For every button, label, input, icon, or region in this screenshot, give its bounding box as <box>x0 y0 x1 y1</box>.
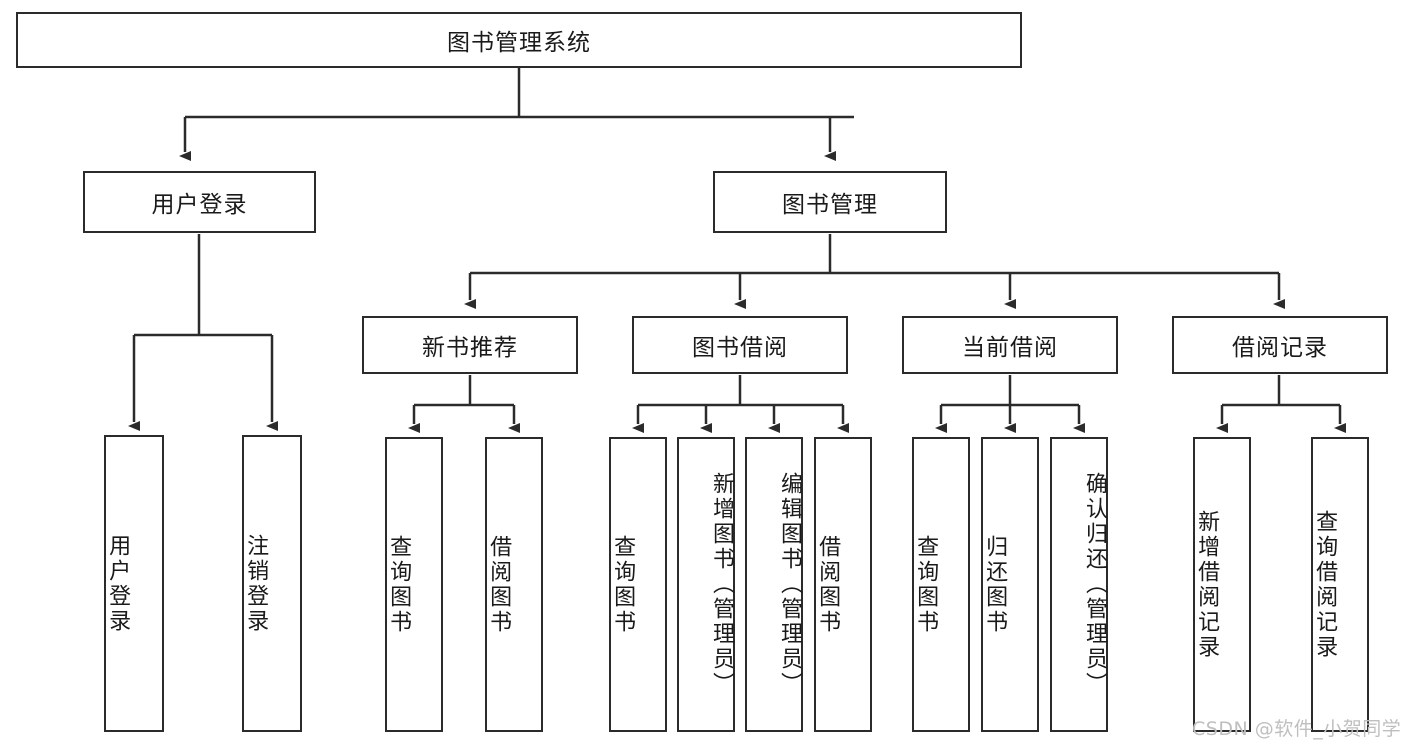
node-label: 注销登录 <box>243 533 269 634</box>
node-label: 查询图书 <box>913 534 939 635</box>
node-label: 查询图书 <box>386 534 412 635</box>
node-label: 图书管理 <box>782 192 878 218</box>
node-label: 查询借阅记录 <box>1312 509 1338 660</box>
node-label: 用户登录 <box>151 192 248 218</box>
leaf-book-borrow-borrow[interactable]: 借阅图书 <box>814 437 872 732</box>
node-current-borrow[interactable]: 当前借阅 <box>902 316 1118 374</box>
node-book-management[interactable]: 图书管理 <box>713 171 947 233</box>
node-label: 当前借阅 <box>962 335 1058 361</box>
node-label: 借阅记录 <box>1232 335 1328 361</box>
node-user-login[interactable]: 用户登录 <box>83 171 316 233</box>
leaf-current-borrow-confirm[interactable]: 确认归还（管理员） <box>1050 437 1108 732</box>
leaf-book-borrow-edit[interactable]: 编辑图书（管理员） <box>745 437 803 732</box>
leaf-current-borrow-query[interactable]: 查询图书 <box>912 437 970 732</box>
leaf-current-borrow-return[interactable]: 归还图书 <box>981 437 1039 732</box>
node-new-book-recommend[interactable]: 新书推荐 <box>362 316 578 374</box>
node-label: 借阅图书 <box>486 534 512 635</box>
leaf-book-borrow-query[interactable]: 查询图书 <box>609 437 667 732</box>
csdn-watermark: CSDN @软件_小贺同学 <box>1192 718 1402 740</box>
node-label: 新增图书（管理员） <box>709 472 734 697</box>
node-label: 用户登录 <box>105 533 131 634</box>
node-borrow-record[interactable]: 借阅记录 <box>1172 316 1388 374</box>
node-book-borrow[interactable]: 图书借阅 <box>632 316 848 374</box>
node-label: 新书推荐 <box>422 335 518 361</box>
node-label: 编辑图书（管理员） <box>777 472 802 697</box>
node-label: 图书管理系统 <box>447 30 591 56</box>
leaf-borrow-record-add[interactable]: 新增借阅记录 <box>1193 437 1251 732</box>
node-label: 新增借阅记录 <box>1194 509 1220 660</box>
leaf-user-login-logout[interactable]: 注销登录 <box>242 435 302 732</box>
leaf-book-borrow-add[interactable]: 新增图书（管理员） <box>677 437 735 732</box>
node-label: 借阅图书 <box>815 534 841 635</box>
node-root-system[interactable]: 图书管理系统 <box>16 12 1022 68</box>
leaf-borrow-record-query[interactable]: 查询借阅记录 <box>1311 437 1369 732</box>
node-label: 查询图书 <box>610 534 636 635</box>
leaf-new-book-query[interactable]: 查询图书 <box>385 437 443 732</box>
leaf-new-book-borrow[interactable]: 借阅图书 <box>485 437 543 732</box>
node-label: 确认归还（管理员） <box>1082 472 1107 697</box>
leaf-user-login-login[interactable]: 用户登录 <box>104 435 164 732</box>
node-label: 归还图书 <box>982 534 1008 635</box>
node-label: 图书借阅 <box>692 335 788 361</box>
